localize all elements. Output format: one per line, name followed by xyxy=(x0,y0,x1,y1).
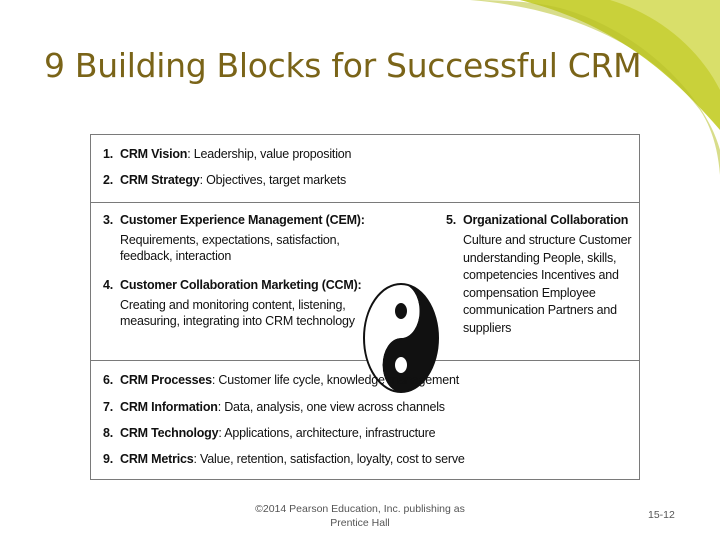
item-heading: CRM Technology xyxy=(120,426,219,440)
section-vision-strategy: 1. CRM Vision: Leadership, value proposit… xyxy=(91,135,639,203)
item-heading: Customer Collaboration Marketing (CCM): xyxy=(120,278,362,292)
crm-building-blocks-figure: 1. CRM Vision: Leadership, value proposit… xyxy=(90,134,640,480)
item-heading: CRM Strategy xyxy=(120,173,200,187)
item-number: 7. xyxy=(103,400,114,414)
item-2: 2. CRM Strategy: Objectives, target marke… xyxy=(103,173,346,187)
item-heading: CRM Information xyxy=(120,400,218,414)
page-number: 15-12 xyxy=(648,509,675,521)
item-text: : Objectives, target markets xyxy=(199,173,347,187)
item-1: 1. CRM Vision: Leadership, value proposit… xyxy=(103,147,351,161)
item-heading: Customer Experience Management (CEM): xyxy=(120,213,365,227)
item-number: 4. xyxy=(103,278,114,292)
item-heading: CRM Processes xyxy=(120,373,212,387)
item-text: : Applications, architecture, infrastruc… xyxy=(218,426,436,440)
item-6: 6. CRM Processes: Customer life cycle, kn… xyxy=(103,373,459,387)
item-3-heading: 3. Customer Experience Management (CEM): xyxy=(103,213,365,227)
item-number: 3. xyxy=(103,213,114,227)
item-7: 7. CRM Information: Data, analysis, one v… xyxy=(103,400,445,414)
item-4-text: Creating and monitoring content, listeni… xyxy=(120,298,355,328)
item-8: 8. CRM Technology: Applications, architec… xyxy=(103,426,436,440)
item-number: 6. xyxy=(103,373,114,387)
section-collaboration: 3.Customer Experience Management (CEM): … xyxy=(91,203,639,393)
item-3-text: Requirements, expectations, satisfaction… xyxy=(120,233,340,263)
yin-yang-icon xyxy=(363,283,439,393)
copyright-footer: ©2014 Pearson Education, Inc. publishing… xyxy=(255,503,465,529)
item-9: 9. CRM Metrics: Value, retention, satisfa… xyxy=(103,452,465,466)
item-4-heading: 4. Customer Collaboration Marketing (CCM)… xyxy=(103,278,362,292)
item-text: : Customer life cycle, knowledge managem… xyxy=(211,373,459,387)
item-number: 9. xyxy=(103,452,114,466)
item-number: 8. xyxy=(103,426,114,440)
item-number: 2. xyxy=(103,173,114,187)
item-heading: CRM Metrics xyxy=(120,452,194,466)
item-number: 1. xyxy=(103,147,114,161)
item-text: : Leadership, value proposition xyxy=(187,147,352,161)
item-number: 5. xyxy=(446,213,457,227)
slide-title: 9 Building Blocks for Successful CRM xyxy=(44,46,642,85)
item-5-text: Culture and structure Customer understan… xyxy=(463,233,632,335)
item-5-heading: 5. Organizational Collaboration xyxy=(446,213,628,227)
item-text: : Data, analysis, one view across channe… xyxy=(217,400,445,414)
item-text: : Value, retention, satisfaction, loyalt… xyxy=(193,452,465,466)
section-operations: 6. CRM Processes: Customer life cycle, kn… xyxy=(91,361,639,479)
item-heading: CRM Vision xyxy=(120,147,188,161)
item-heading: Organizational Collaboration xyxy=(463,213,629,227)
